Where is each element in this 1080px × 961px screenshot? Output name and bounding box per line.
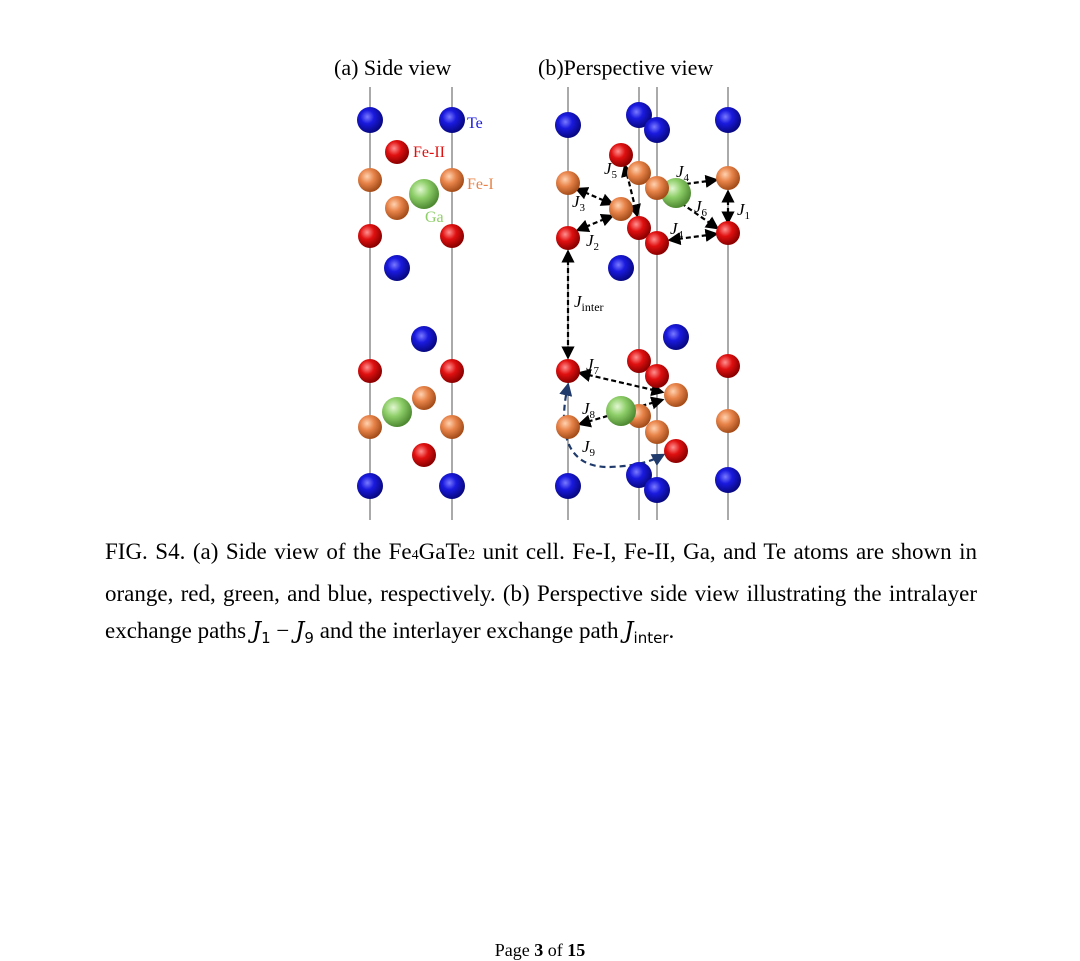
fe-ii-atom <box>716 354 740 378</box>
te-atom <box>357 107 383 133</box>
j5-path <box>621 163 641 218</box>
te-atom <box>555 112 581 138</box>
figure-caption: FIG. S4. (a) Side view of the Fe4GaTe2 u… <box>105 539 977 647</box>
fe-i-atom <box>412 386 436 410</box>
exchange-labels: J1 J2 J3 J4 J4 J5 J6 Jinter J7 J8 J9 <box>572 159 750 459</box>
j5-label: J5 <box>604 159 618 181</box>
fe-ii-atom <box>358 224 382 248</box>
page-total: 15 <box>567 940 586 960</box>
j1-label: J1 <box>737 200 750 222</box>
fe-i-atom <box>358 168 382 192</box>
fe-ii-atom <box>716 221 740 245</box>
fe-i-atom <box>609 197 633 221</box>
te-atom <box>411 326 437 352</box>
j6-label: J6 <box>694 197 708 219</box>
math-jinter: Jinter <box>624 618 669 647</box>
fe-i-atom <box>556 415 580 439</box>
te-atom <box>439 107 465 133</box>
fe-ii-atom <box>627 216 651 240</box>
math-j9: J9 <box>295 618 314 647</box>
ga-atom <box>382 397 412 427</box>
fe-i-atom <box>716 166 740 190</box>
fe-i-atom <box>645 176 669 200</box>
panel-a-atoms <box>357 107 465 499</box>
fe-i-atom <box>440 168 464 192</box>
j3-label: J3 <box>572 192 586 214</box>
fe-ii-atom <box>440 359 464 383</box>
fe-ii-atom <box>664 439 688 463</box>
fe-ii-atom <box>556 226 580 250</box>
te-atom <box>644 477 670 503</box>
fe-ii-atom <box>440 224 464 248</box>
te-atom <box>626 102 652 128</box>
fe-i-atom <box>627 161 651 185</box>
fe-i-atom <box>664 383 688 407</box>
fe-ii-atom <box>556 359 580 383</box>
jinter-label: Jinter <box>574 292 604 314</box>
te-atom <box>555 473 581 499</box>
ga-label: Ga <box>425 209 444 226</box>
te-atom <box>626 462 652 488</box>
fe-i-atom <box>645 420 669 444</box>
te-atom <box>663 324 689 350</box>
te-atom <box>384 255 410 281</box>
j3-path <box>574 187 615 206</box>
exchange-paths <box>561 163 735 428</box>
te-atom <box>608 255 634 281</box>
j2-label: J2 <box>586 231 599 253</box>
te-atom <box>644 117 670 143</box>
math-j1: J1 <box>251 618 271 647</box>
fe-i-atom <box>358 415 382 439</box>
fe-i-label: Fe-I <box>467 176 494 193</box>
fe-ii-atom <box>645 231 669 255</box>
te-atom <box>715 107 741 133</box>
fe-ii-atom <box>645 364 669 388</box>
te-label: Te <box>467 115 483 132</box>
fe-i-atom <box>385 196 409 220</box>
crystal-structure-figure: (a) Side view (b)Perspective view <box>334 55 750 520</box>
fe-i-atom <box>716 409 740 433</box>
fe-ii-atom <box>627 349 651 373</box>
page-number: 3 <box>534 940 544 960</box>
fe-ii-atom <box>385 140 409 164</box>
ga-atom <box>606 396 636 426</box>
panel-b-atoms <box>555 102 741 503</box>
ga-atom <box>409 179 439 209</box>
panel-b-title: (b)Perspective view <box>538 55 713 80</box>
j4-top-label: J4 <box>676 162 690 184</box>
panel-a-title: (a) Side view <box>334 55 451 80</box>
fe-ii-label: Fe-II <box>413 144 445 161</box>
j2-path <box>575 213 615 233</box>
page-footer: Page 3 of 15 <box>494 940 586 960</box>
fe-ii-atom <box>412 443 436 467</box>
panel-a-cell-lines <box>369 87 453 520</box>
j7-label: J7 <box>586 355 600 377</box>
te-atom <box>439 473 465 499</box>
te-atom <box>715 467 741 493</box>
fe-ii-atom <box>609 143 633 167</box>
fe-i-atom <box>556 171 580 195</box>
j8-label: J8 <box>582 399 596 421</box>
j4-bottom-label: J4 <box>670 219 684 241</box>
j9-label: J9 <box>582 437 596 459</box>
fe-i-atom <box>440 415 464 439</box>
te-atom <box>357 473 383 499</box>
fe-ii-atom <box>358 359 382 383</box>
